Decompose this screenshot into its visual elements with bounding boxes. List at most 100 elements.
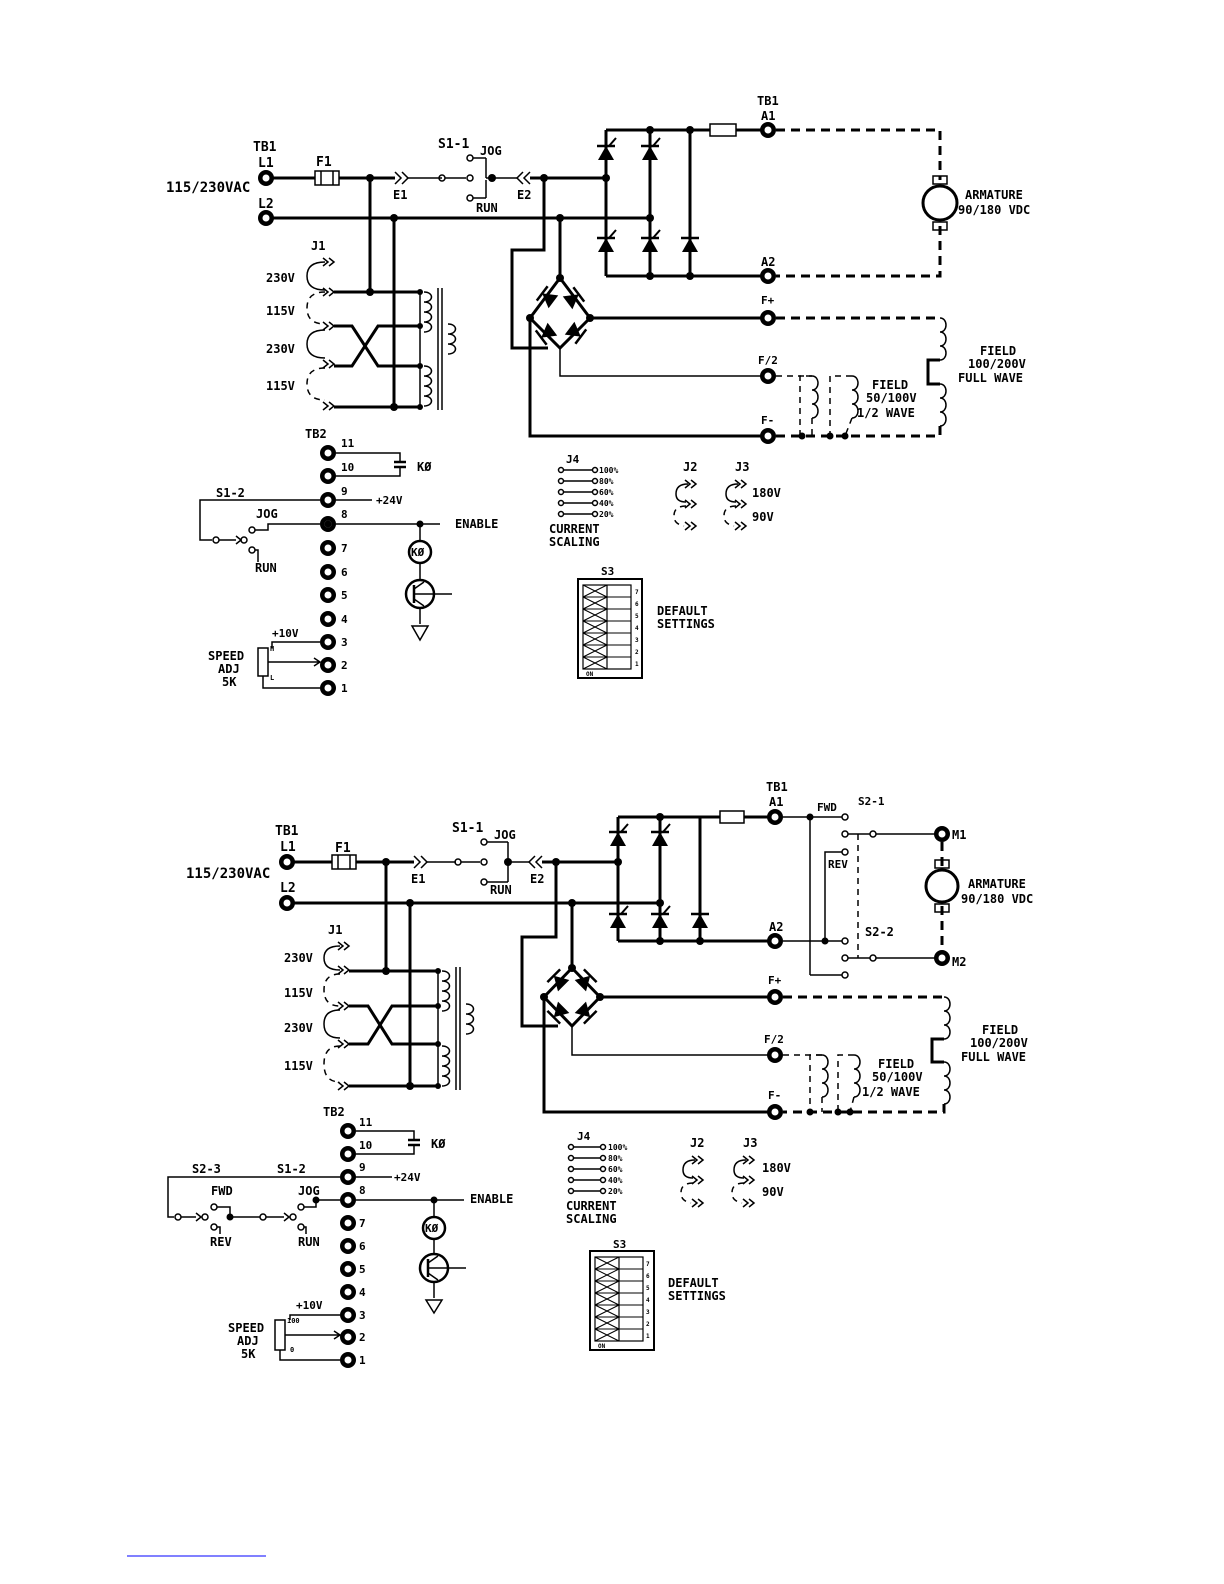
top-j1-transformer — [306, 257, 457, 411]
bottom-field-half-v-label: 50/100V — [872, 1070, 923, 1084]
bottom-reversing-switch — [783, 813, 960, 979]
bottom-fminus-label: F- — [768, 1089, 781, 1102]
top-fhalf-label: F/2 — [758, 354, 778, 367]
bottom-j1-transformer — [323, 941, 475, 1091]
top-10v-label: +10V — [272, 627, 299, 640]
top-speed-label: SPEED — [208, 649, 244, 663]
top-terminal-l1 — [258, 170, 274, 186]
top-j2-j3-jumpers — [673, 479, 748, 531]
top-90v-label: 90V — [752, 510, 774, 524]
top-field-half-v-label: 50/100V — [866, 391, 917, 405]
bottom-supply-label: 115/230VAC — [186, 866, 270, 882]
top-k0-contact-label: KØ — [417, 460, 432, 474]
bottom-180v-label: 180V — [762, 1161, 791, 1175]
top-terminal-a2 — [760, 268, 776, 284]
top-field-full-v-label: 100/200V — [968, 357, 1026, 371]
top-term-9: 9 — [341, 485, 348, 498]
top-armature — [776, 128, 959, 278]
top-fuse-f1 — [314, 170, 340, 186]
top-230v-b-label: 230V — [266, 342, 295, 356]
bottom-pot-hi-label: 100 — [287, 1317, 300, 1325]
dip-switch-cross — [594, 1316, 620, 1330]
top-pot-hi-label: H — [270, 645, 274, 653]
bottom-fuse-f1 — [331, 854, 357, 870]
bottom-s3-dip-switch — [589, 1250, 655, 1351]
top-e2-label: E2 — [517, 188, 531, 202]
dip-switch-cross — [582, 584, 608, 598]
bottom-field-full-label: FIELD — [982, 1023, 1018, 1037]
dip-switch-cross — [594, 1328, 620, 1342]
bottom-tb1b-label: TB1 — [766, 780, 788, 794]
dip-switch-cross — [582, 620, 608, 634]
bottom-s3-n4: 4 — [646, 1297, 650, 1304]
bottom-k0-contact-label: KØ — [431, 1137, 446, 1151]
top-speed-pot — [257, 647, 269, 677]
bottom-s3-label: S3 — [613, 1238, 626, 1251]
top-s3-label: S3 — [601, 565, 614, 578]
bottom-115v-b-label: 115V — [284, 1059, 313, 1073]
dip-switch-cross — [582, 644, 608, 658]
bottom-scale-80: 80% — [608, 1154, 623, 1163]
top-tb2-strip — [199, 445, 452, 696]
dip-switch-cross — [582, 656, 608, 670]
top-f1-label: F1 — [316, 155, 332, 170]
dip-switch-cross — [594, 1280, 620, 1294]
bottom-current-label: CURRENT — [566, 1199, 617, 1213]
top-armature-v-label: 90/180 VDC — [958, 203, 1030, 217]
top-s1-1-label: S1-1 — [438, 137, 469, 152]
top-pot-label: 5K — [222, 675, 237, 689]
top-term-5: 5 — [341, 589, 348, 602]
bottom-scale-20: 20% — [608, 1187, 623, 1196]
top-j3-label: J3 — [735, 460, 749, 474]
bottom-10v-label: +10V — [296, 1299, 323, 1312]
top-tb2-label: TB2 — [305, 427, 327, 441]
bottom-tb1-label: TB1 — [275, 824, 299, 839]
top-scale-80: 80% — [599, 477, 614, 486]
top-fplus-label: F+ — [761, 294, 775, 307]
top-jog-label: JOG — [480, 144, 502, 158]
top-diagram — [199, 122, 959, 696]
bottom-scale-40: 40% — [608, 1176, 623, 1185]
top-j1-label: J1 — [311, 239, 325, 253]
dip-switch-cross — [594, 1268, 620, 1282]
top-terminal-fhalf — [760, 368, 776, 384]
bottom-terminal-fplus — [767, 989, 783, 1005]
top-term-3: 3 — [341, 636, 348, 649]
bottom-m1-label: M1 — [952, 828, 966, 842]
top-supply-label: 115/230VAC — [166, 180, 250, 196]
top-armature-label: ARMATURE — [965, 188, 1023, 202]
bottom-term-7: 7 — [359, 1217, 366, 1230]
bottom-a2-label: A2 — [769, 920, 783, 934]
top-24v-label: +24V — [376, 494, 403, 507]
bottom-term-6: 6 — [359, 1240, 366, 1253]
bottom-enable-label: ENABLE — [470, 1192, 513, 1206]
bottom-term-11: 11 — [359, 1116, 373, 1129]
top-e1-label: E1 — [393, 188, 407, 202]
bottom-jog-label: JOG — [494, 828, 516, 842]
top-terminal-l2 — [258, 210, 274, 226]
bottom-e1-label: E1 — [411, 872, 425, 886]
bottom-armature-label: ARMATURE — [968, 877, 1026, 891]
top-term-4: 4 — [341, 613, 348, 626]
bottom-term-3: 3 — [359, 1309, 366, 1322]
bottom-speed-label: SPEED — [228, 1321, 264, 1335]
bottom-pot-label: 5K — [241, 1347, 256, 1361]
bottom-field-half-label: FIELD — [878, 1057, 914, 1071]
top-s3-n4: 4 — [635, 625, 639, 632]
top-scaling-label: SCALING — [549, 535, 600, 549]
bottom-terminal-m1 — [934, 826, 950, 842]
bottom-field-half-w-label: 1/2 WAVE — [862, 1085, 920, 1099]
top-run-label: RUN — [476, 201, 498, 215]
bottom-a1-label: A1 — [769, 795, 783, 809]
top-scale-40: 40% — [599, 499, 614, 508]
top-term-1: 1 — [341, 682, 348, 695]
bottom-term-10: 10 — [359, 1139, 372, 1152]
bottom-rev-label: REV — [828, 858, 848, 871]
bottom-terminal-a1 — [767, 809, 783, 825]
top-run2-label: RUN — [255, 561, 277, 575]
top-180v-label: 180V — [752, 486, 781, 500]
bottom-adj-label: ADJ — [237, 1334, 259, 1348]
bottom-s2-2-label: S2-2 — [865, 925, 894, 939]
bottom-l1-label: L1 — [280, 840, 296, 855]
dip-switch-cross — [582, 608, 608, 622]
